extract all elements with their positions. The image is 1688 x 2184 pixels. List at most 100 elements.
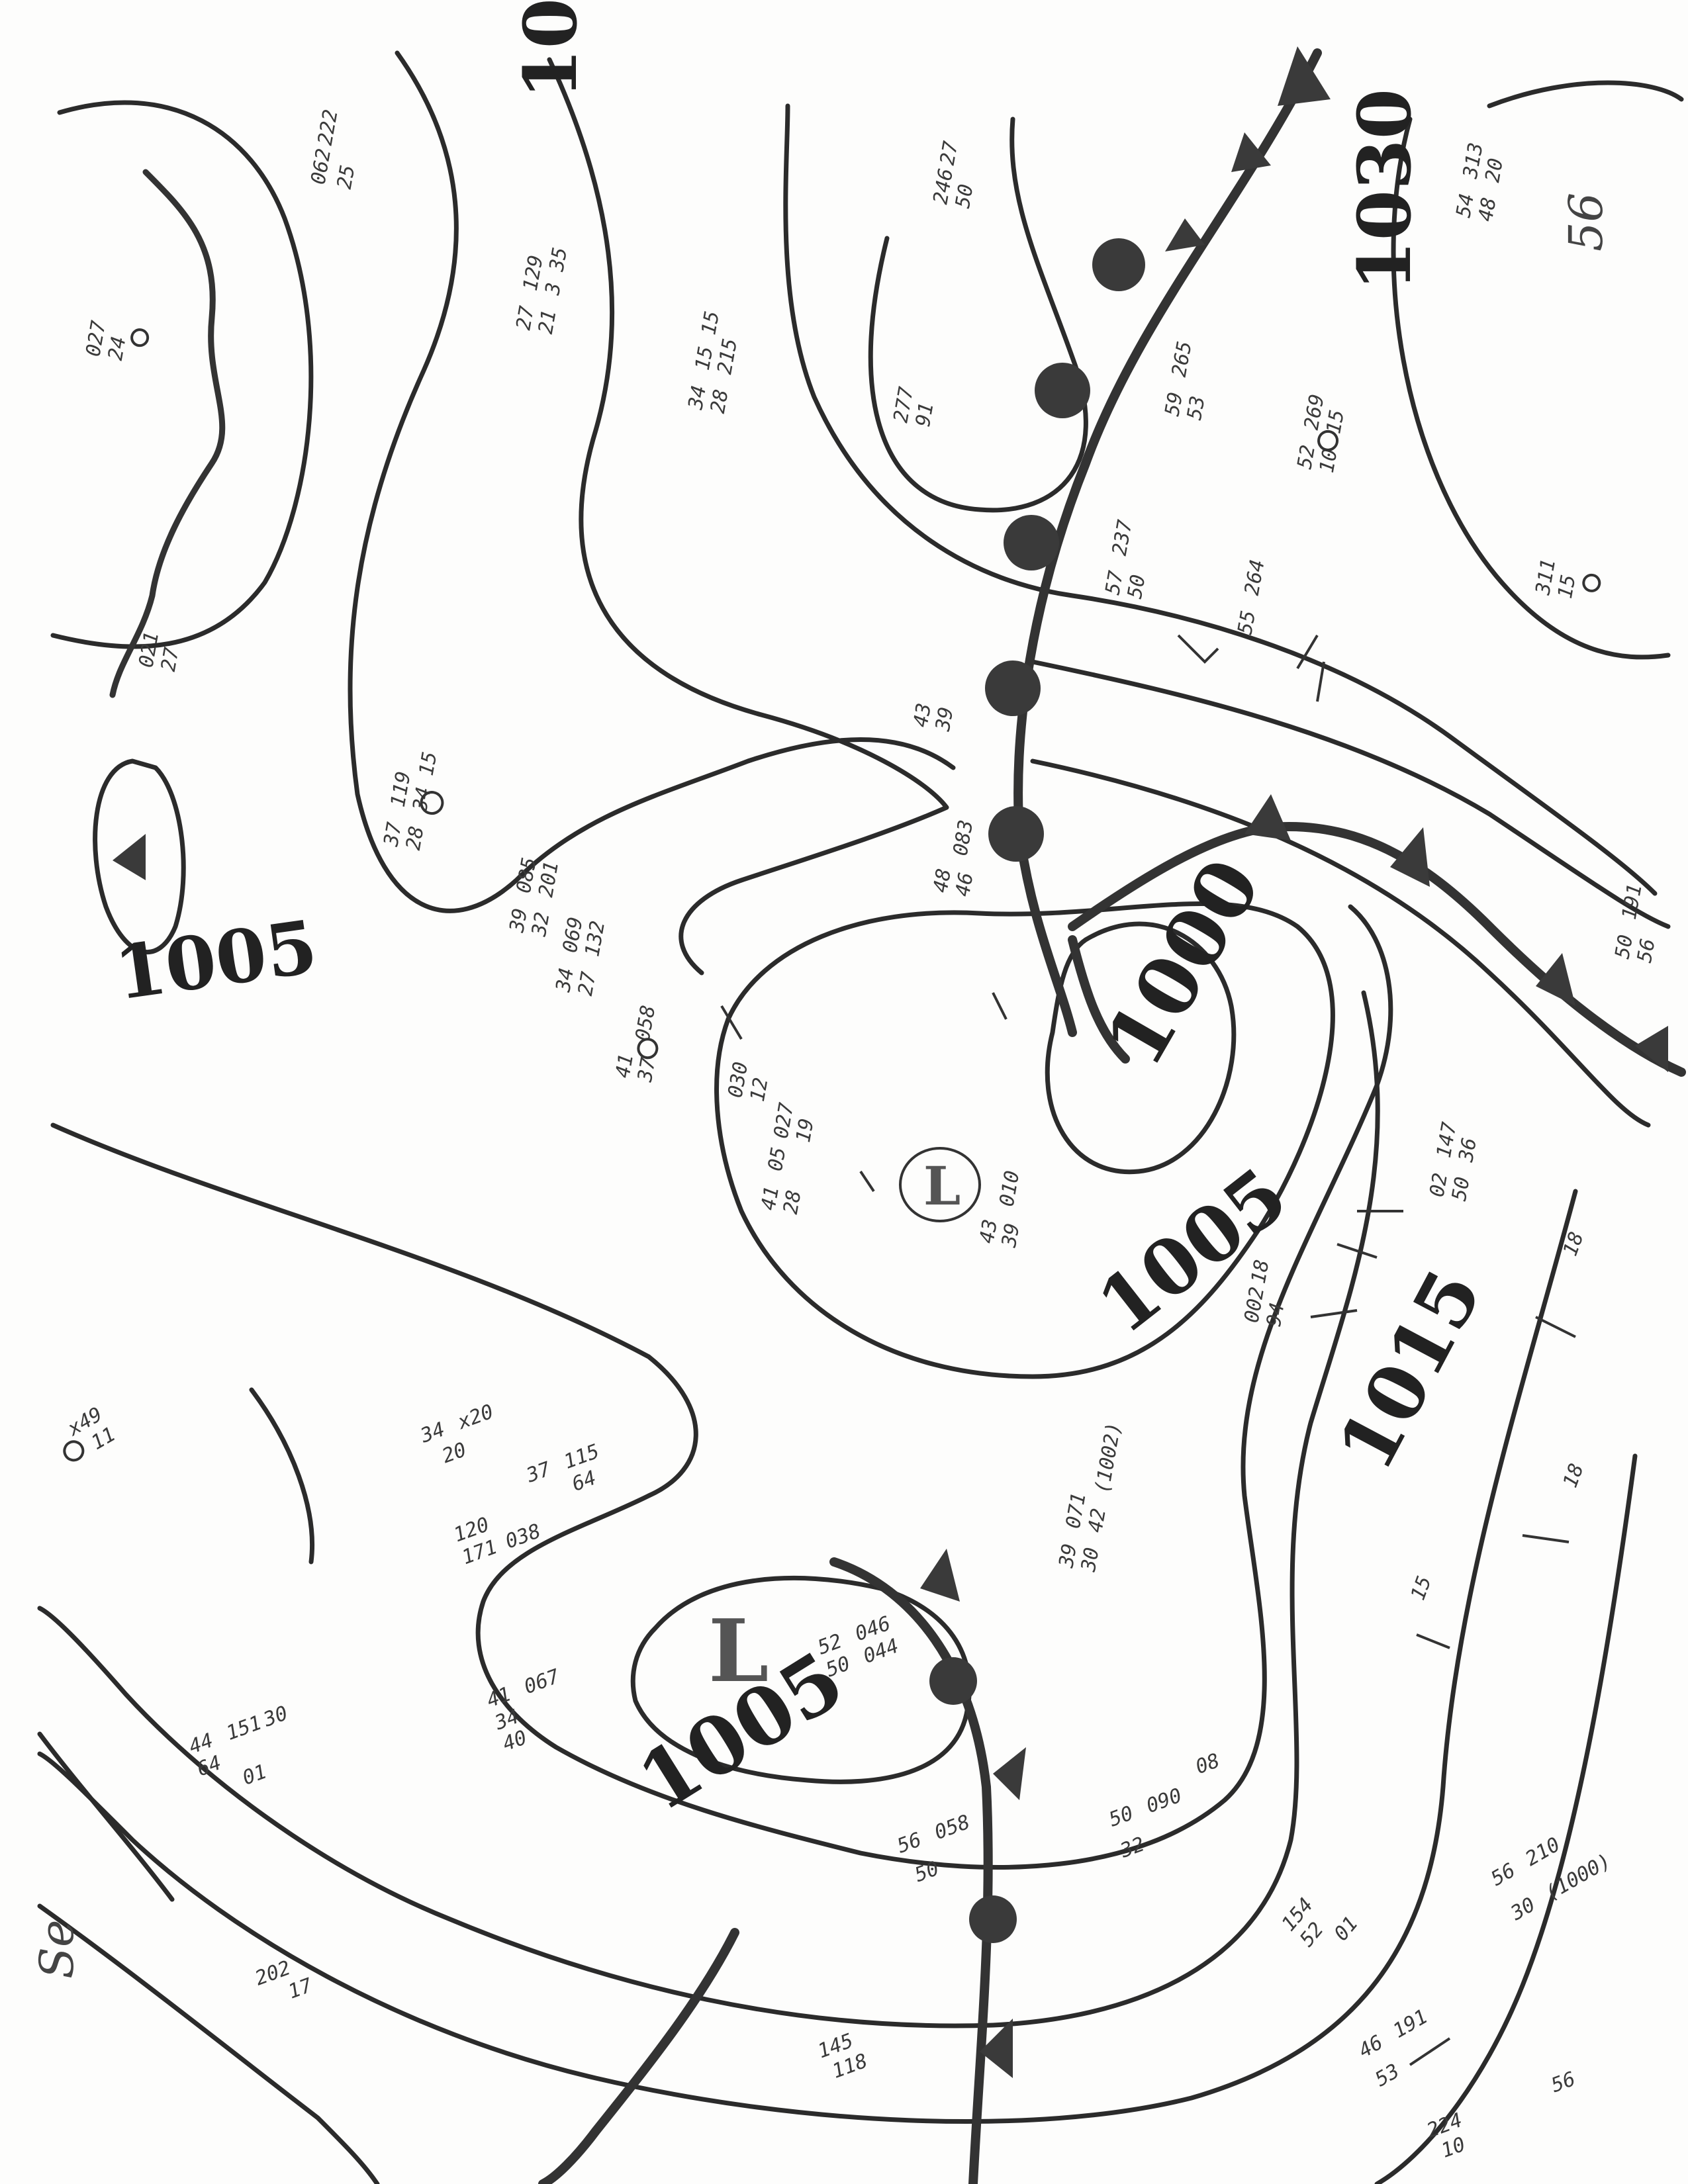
warm-front-pips [985, 238, 1145, 862]
station-plot: 34 x20 20 [417, 1400, 496, 1469]
svg-text:237: 237 [1108, 518, 1137, 557]
isobar-1010 [50, 904, 1393, 1870]
isobar-north-arc [783, 103, 1658, 896]
isobar-label-1000: 1000 [1088, 844, 1279, 1082]
svg-text:56: 56 [1487, 1859, 1520, 1891]
svg-text:20: 20 [439, 1438, 469, 1468]
low-south-label: L [708, 1600, 769, 1702]
station-plot: 34 28 15 15 215 [684, 309, 742, 415]
svg-text:39: 39 [998, 1222, 1025, 1250]
svg-text:56: 56 [1633, 937, 1660, 965]
isobar-label-1030: 1030 [1342, 89, 1427, 291]
station-plot: 02 50 147 36 [1425, 1120, 1481, 1203]
isobars [37, 50, 1684, 2184]
isobar-label-1005-west: 1005 [110, 903, 322, 1016]
station-plot: 59 53 265 [1160, 340, 1210, 422]
svg-text:43: 43 [909, 702, 936, 729]
svg-text:52: 52 [1293, 443, 1320, 471]
station-plot: 52 10 269 15 [1293, 392, 1349, 475]
svg-text:39: 39 [931, 705, 959, 734]
svg-text:01: 01 [1330, 1912, 1363, 1945]
station-plot: 37 28 119 34 15 [379, 750, 444, 852]
wind-barbs [720, 634, 1576, 2066]
svg-text:058: 058 [632, 1003, 661, 1042]
svg-text:210: 210 [1521, 1833, 1564, 1871]
svg-text:39: 39 [1055, 1542, 1082, 1570]
svg-text:265: 265 [1168, 340, 1197, 379]
svg-text:15: 15 [1554, 573, 1581, 601]
front-south [829, 1557, 993, 2184]
isobar-1015 [37, 990, 1380, 2028]
station-plot: 48 46 083 [929, 818, 978, 899]
isobar-east-band-2 [1030, 758, 1651, 1128]
svg-text:39: 39 [505, 907, 532, 935]
station-plot: 202 17 [252, 1956, 316, 2004]
station-plot: 41 28 05 027 19 [757, 1101, 819, 1216]
svg-text:53: 53 [1183, 394, 1210, 422]
station-plot: 311 15 [1531, 557, 1601, 601]
station-plot: 062 222 25 [306, 108, 360, 191]
svg-text:94: 94 [1262, 1301, 1289, 1329]
front-northwest [109, 169, 226, 698]
station-plot: 56 058 50 [894, 1811, 973, 1888]
cold-front-pips-north [1165, 46, 1331, 251]
isobar-inner-trough [547, 57, 949, 976]
svg-text:37: 37 [523, 1457, 554, 1488]
svg-text:32: 32 [528, 911, 555, 939]
svg-text:53: 53 [1372, 2060, 1404, 2091]
station-plot: 27 21 129 3 35 [512, 246, 572, 336]
station-plot: 41 37 058 [611, 1003, 661, 1085]
svg-text:46: 46 [951, 871, 978, 899]
station-plot: 021 27 [134, 630, 183, 673]
svg-text:34 15: 34 15 [408, 750, 442, 813]
station-plot: 15 [1407, 1573, 1436, 1604]
svg-text:50: 50 [1611, 933, 1638, 961]
svg-text:55: 55 [1233, 609, 1260, 637]
margin-note-left: Se [30, 1920, 84, 1979]
isobar-label-10-top: 10 [508, 0, 593, 99]
svg-text:56: 56 [894, 1828, 925, 1858]
svg-text:15: 15 [1407, 1573, 1436, 1604]
station-plot: 43 39 010 [975, 1169, 1025, 1250]
svg-text:12: 12 [746, 1076, 773, 1104]
front-main [1013, 48, 1322, 1037]
svg-text:01: 01 [240, 1760, 270, 1790]
svg-text:25: 25 [333, 163, 360, 191]
svg-text:30: 30 [1077, 1546, 1104, 1574]
isobar-label-1015: 1015 [1321, 1255, 1499, 1484]
front-southwest [538, 1928, 739, 2184]
svg-text:08: 08 [1192, 1749, 1223, 1779]
station-plot: 18 [1559, 1461, 1589, 1491]
svg-text:18: 18 [1247, 1258, 1274, 1286]
svg-text:02: 02 [1425, 1171, 1452, 1199]
svg-text:18: 18 [1559, 1461, 1589, 1491]
isobar-east-band-1 [1030, 659, 1671, 929]
svg-text:37: 37 [379, 821, 406, 849]
isobar-north-arc-2 [868, 116, 1088, 513]
svg-text:32: 32 [1117, 1833, 1148, 1863]
svg-text:37: 37 [633, 1056, 661, 1085]
front-south-pips [920, 1549, 1026, 2078]
svg-text:56: 56 [1548, 2068, 1579, 2097]
isobar-1020 [37, 1189, 1578, 2124]
svg-text:28: 28 [779, 1189, 806, 1216]
station-plot: 39 32 085 201 [505, 856, 563, 938]
svg-text:27: 27 [512, 304, 539, 332]
station-plots: 34 28 15 15 215 27 21 129 3 35 37 28 119… [63, 108, 1660, 2163]
svg-text:x20: x20 [453, 1400, 496, 1435]
svg-text:19: 19 [792, 1116, 819, 1144]
station-plot: 57 50 237 [1101, 518, 1150, 600]
front-east-pips [1244, 794, 1668, 1072]
isobar-1000-low [1045, 921, 1237, 1175]
station-plot: 41 34 067 40 [484, 1665, 563, 1756]
station-plot: 34 27 069 132 [551, 915, 610, 997]
isobar-west-arc [249, 1387, 315, 1565]
fronts [109, 46, 1686, 2184]
station-plot: 39 30 071 42 (1002) [1055, 1420, 1126, 1574]
isobar-1030-outer [1391, 116, 1671, 660]
station-plot: x49 11 [63, 1403, 120, 1462]
station-plot: 55 264 [1233, 558, 1269, 637]
svg-text:05: 05 [764, 1146, 791, 1173]
station-plot: 277 91 [889, 385, 938, 428]
